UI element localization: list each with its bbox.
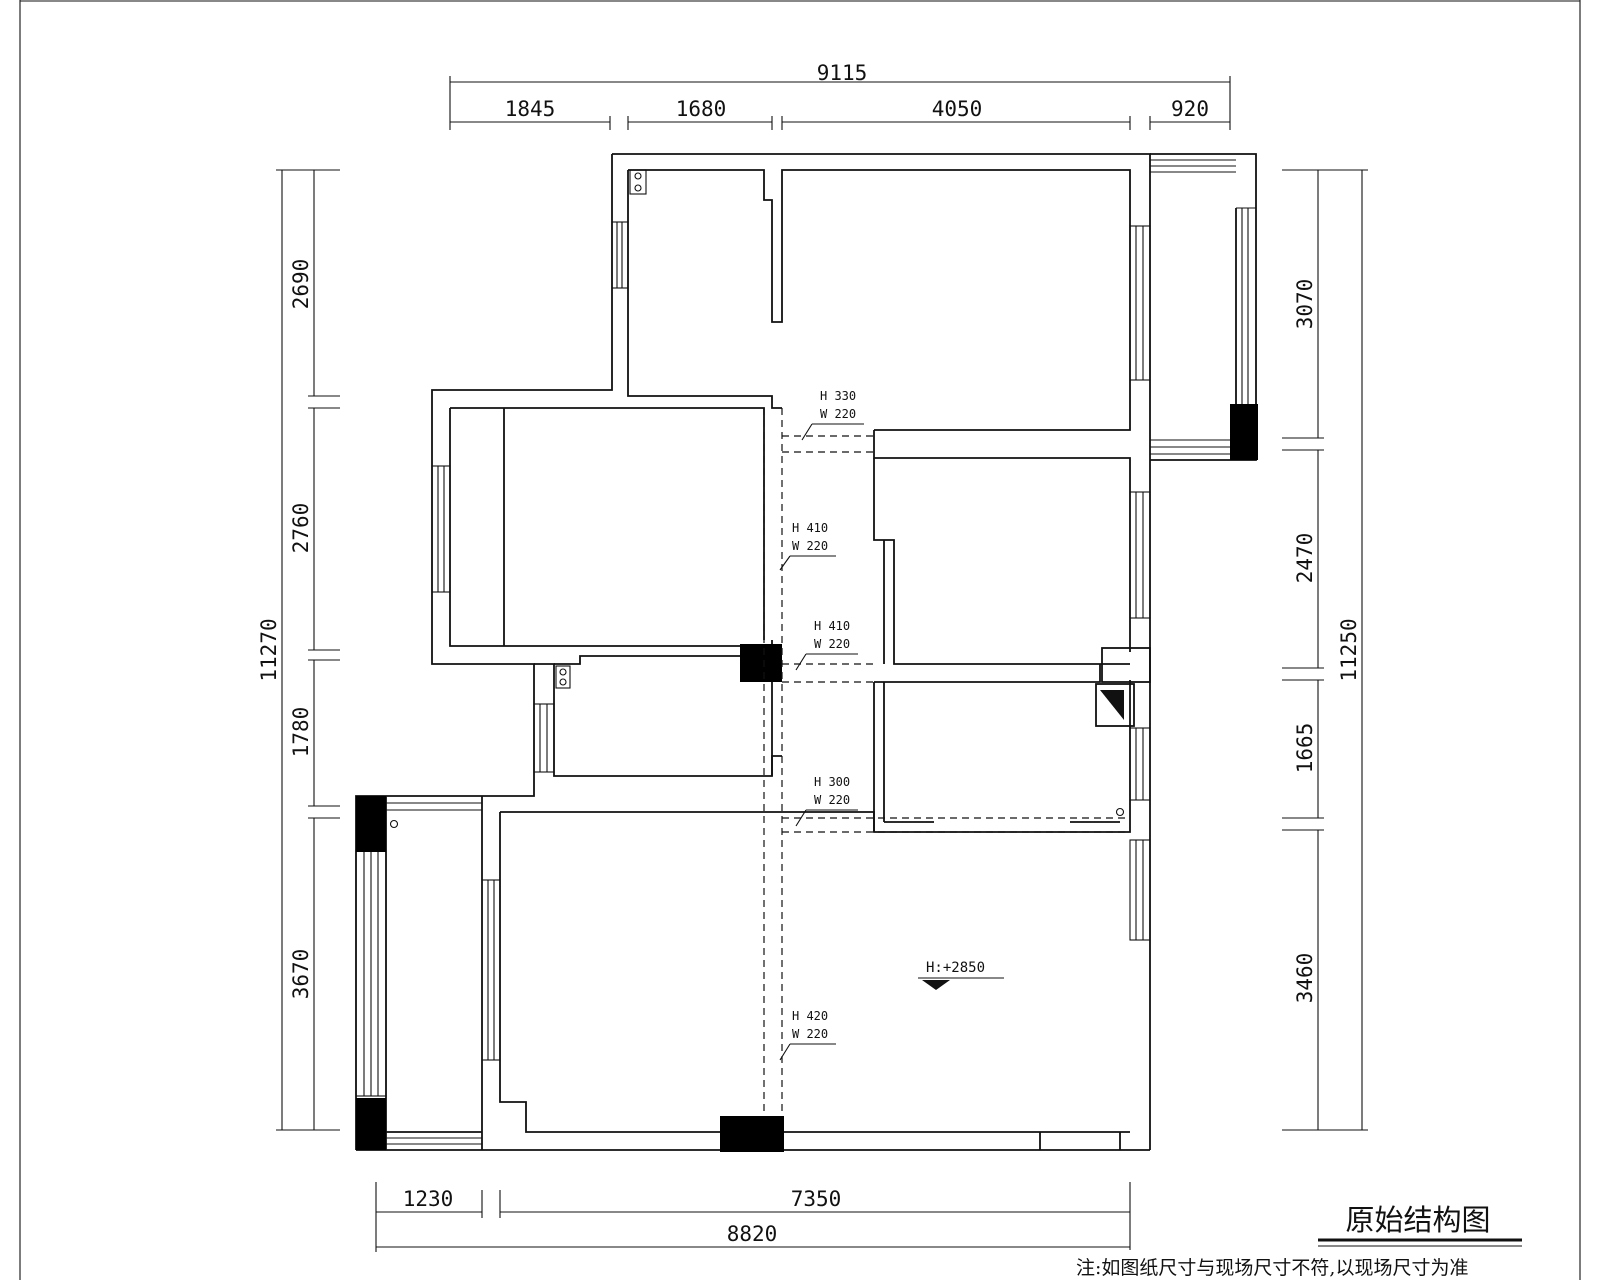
dim-bottom-total: 8820 [727,1222,778,1246]
svg-text:H 330: H 330 [820,389,856,403]
pipe-icon [559,668,567,676]
pipe-icon [559,678,567,686]
dim-right-seg-3: 1665 [1293,723,1317,774]
pipe-icon [389,819,399,829]
walls [355,153,1257,1151]
windows [355,159,1256,1145]
svg-text:W 220: W 220 [820,407,856,421]
column-top-right [1230,404,1258,460]
elevation-mark: H:+2850 [918,960,1004,990]
elevation-triangle-icon [922,980,950,990]
svg-text:H 300: H 300 [814,775,850,789]
columns [356,404,1258,1152]
left-dimensions: 11270 2690 2760 1780 3670 [257,169,340,1131]
beam-label-2: H 410 W 220 [779,521,836,571]
dim-left-seg-4: 3670 [289,949,313,1000]
dim-left-seg-2: 2760 [289,503,313,554]
beam-label-1: H 330 W 220 [801,389,864,441]
elevation-text: H:+2850 [926,960,985,976]
beam-label-5: H 420 W 220 [779,1009,836,1061]
svg-text:W 220: W 220 [792,539,828,553]
svg-text:W 220: W 220 [814,793,850,807]
pipe-icon [634,184,642,192]
dim-right-seg-2: 2470 [1293,533,1317,584]
beams: H 330 W 220 H 410 W 220 H 410 W 220 H 30… [763,389,1130,1116]
dim-right-seg-1: 3070 [1293,279,1317,330]
top-dimensions: 9115 1845 1680 4050 920 [449,61,1231,130]
dim-bottom-seg-1: 1230 [403,1187,454,1211]
right-dimensions: 11250 3070 2470 1665 3460 [1282,169,1368,1131]
drawing-title: 原始结构图 [1345,1203,1490,1237]
column-center [740,644,782,682]
svg-text:H 410: H 410 [814,619,850,633]
dim-left-seg-1: 2690 [289,259,313,310]
pipes [389,169,1125,829]
dim-top-seg-3: 4050 [932,97,983,121]
dim-left-total: 11270 [257,618,281,681]
drawing-note: 注:如图纸尺寸与现场尺寸不符,以现场尺寸为准 [1076,1257,1468,1279]
svg-text:W 220: W 220 [814,637,850,651]
pipe-icon [634,172,642,180]
dim-top-total: 9115 [817,61,868,85]
column-balcony-top [356,796,386,852]
dim-bottom-seg-2: 7350 [791,1187,842,1211]
svg-text:H 410: H 410 [792,521,828,535]
column-balcony-bottom [356,1098,386,1150]
column-bottom-center [720,1116,784,1152]
dim-top-seg-1: 1845 [505,97,556,121]
title-block: 原始结构图 注:如图纸尺寸与现场尺寸不符,以现场尺寸为准 [1076,1203,1522,1279]
pipe-icon [1115,807,1125,817]
beam-label-4: H 300 W 220 [795,775,858,827]
dim-right-seg-4: 3460 [1293,953,1317,1004]
svg-text:H 420: H 420 [792,1009,828,1023]
dim-top-seg-4: 920 [1171,97,1209,121]
dim-right-total: 11250 [1337,618,1361,681]
dim-left-seg-3: 1780 [289,707,313,758]
dim-top-seg-2: 1680 [676,97,727,121]
page-frame [19,0,1581,1280]
bottom-dimensions: 1230 7350 8820 [375,1182,1131,1252]
svg-text:W 220: W 220 [792,1027,828,1041]
beam-label-3: H 410 W 220 [795,619,858,671]
